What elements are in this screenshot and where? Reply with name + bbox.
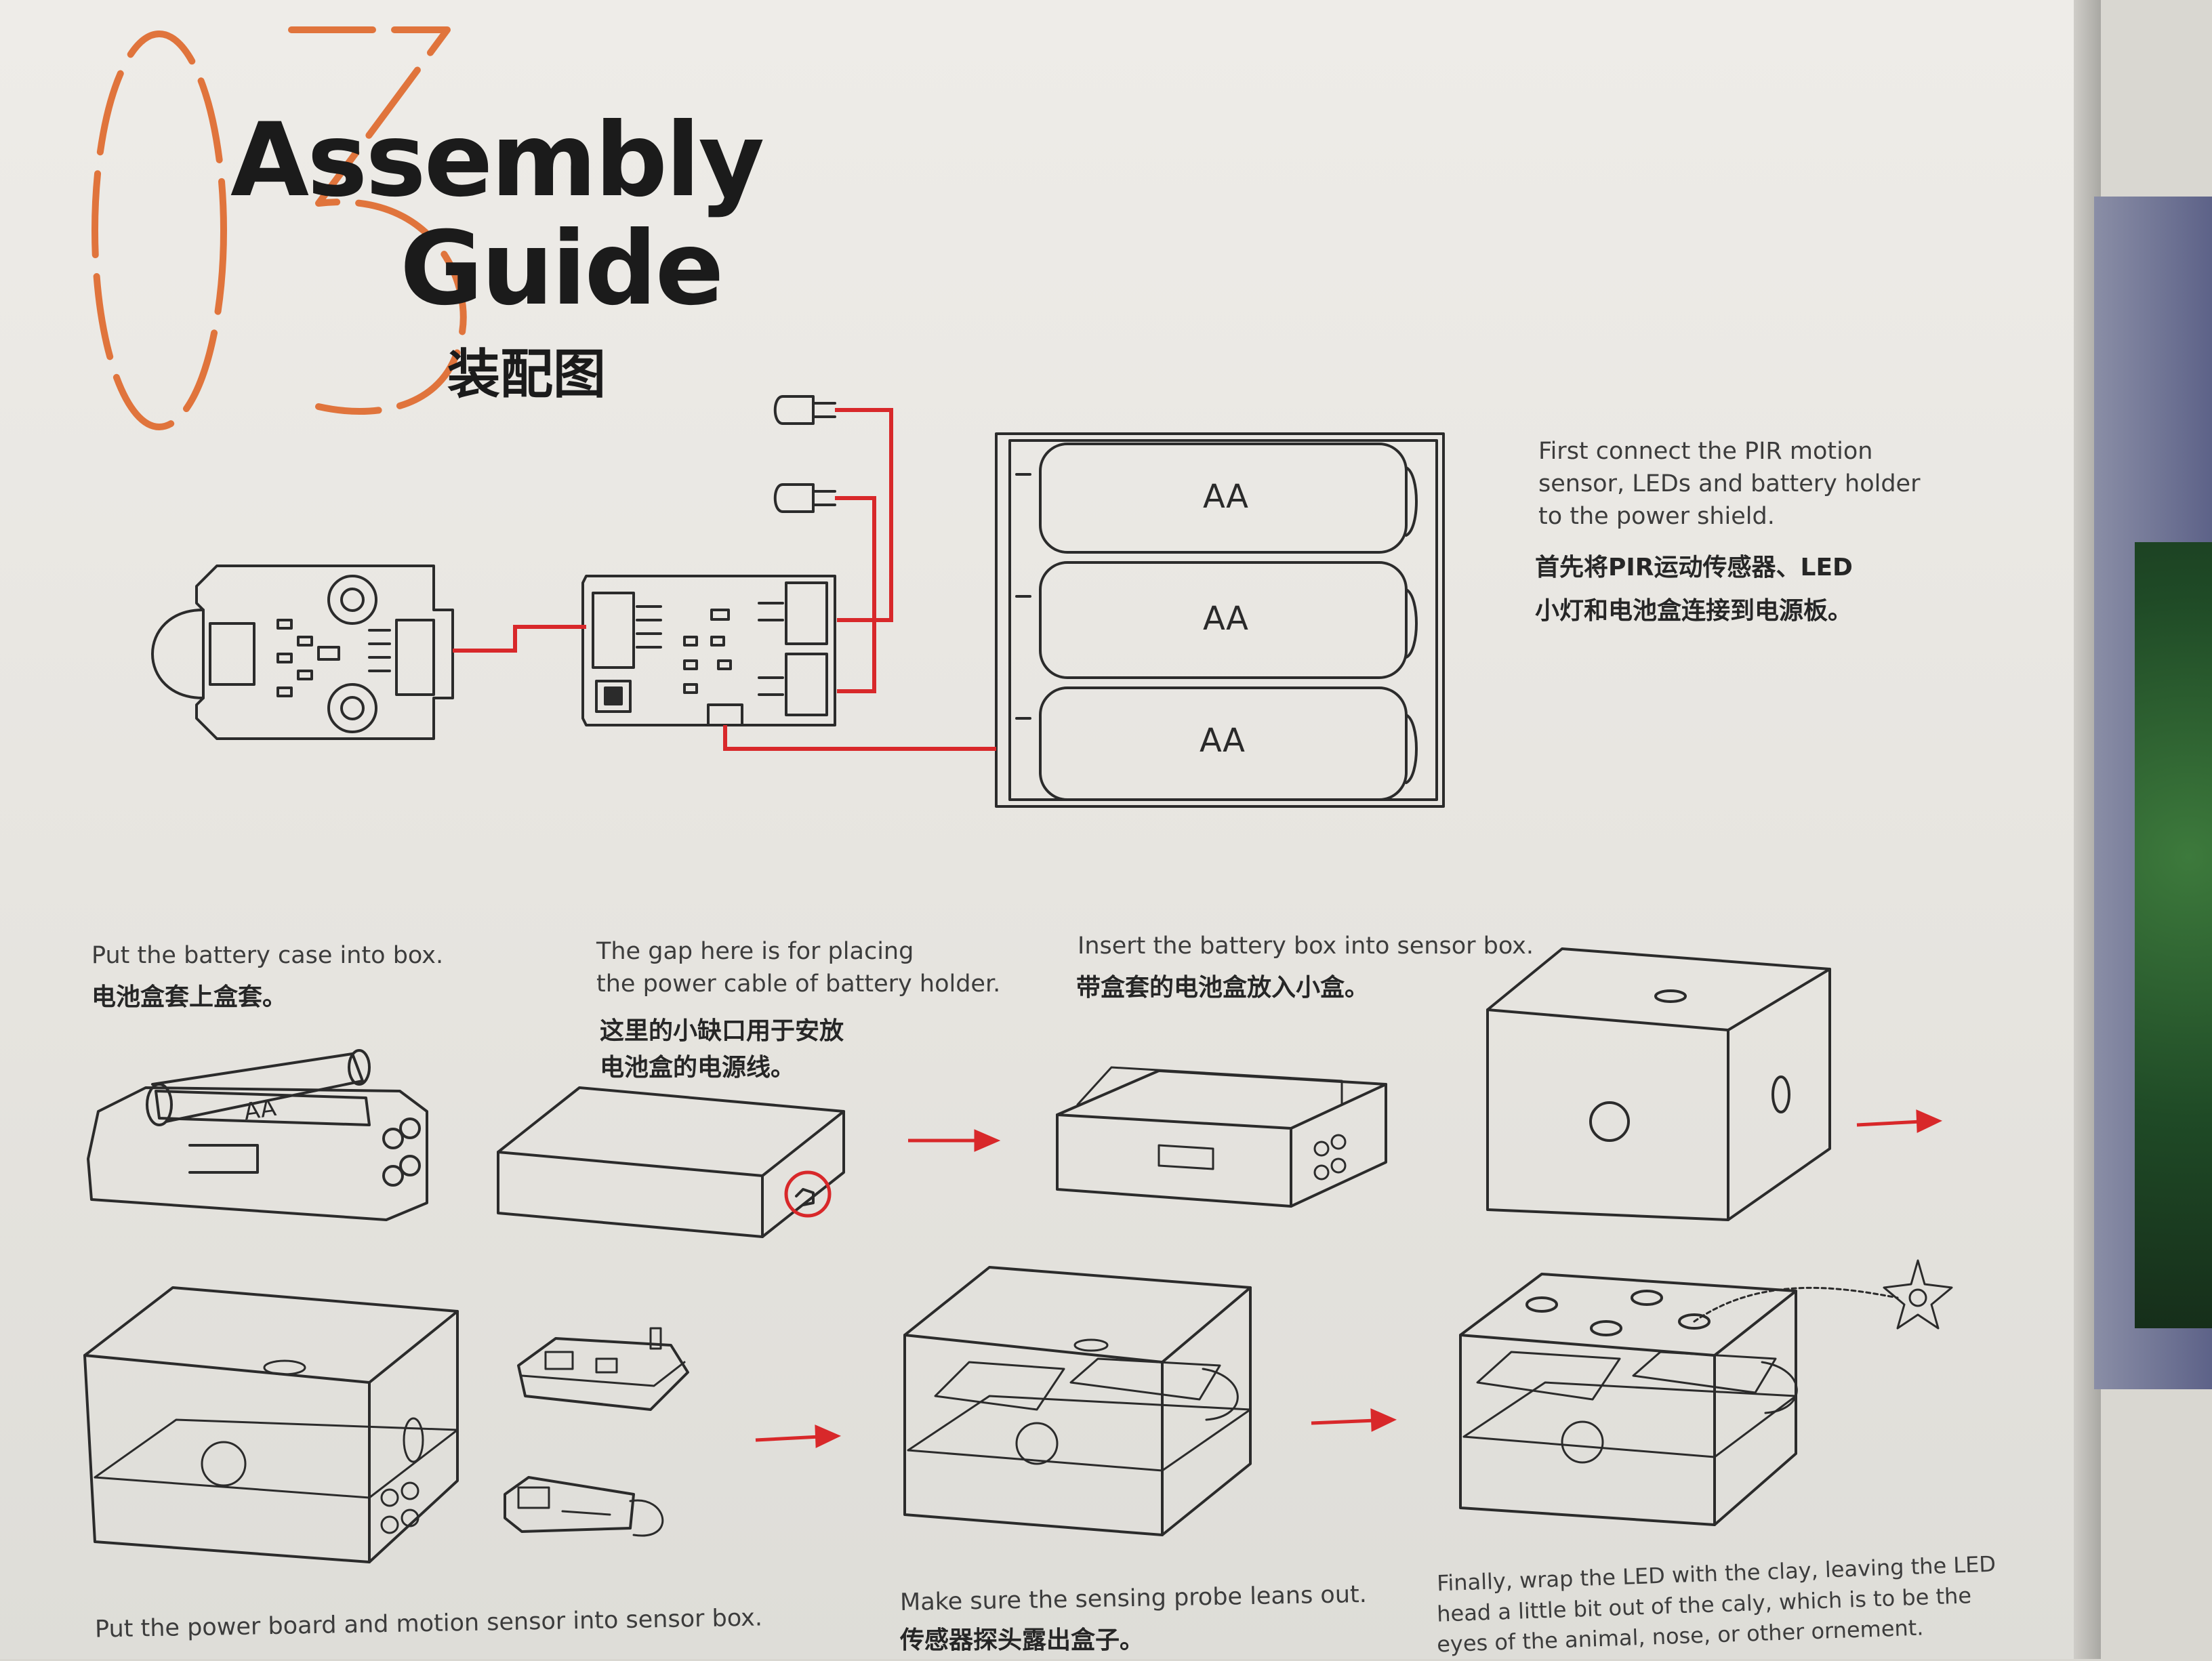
power-shield	[581, 575, 836, 726]
arrow-2	[1856, 1109, 1943, 1133]
step3-text-line-1: The gap here is for placing	[596, 938, 914, 965]
battery-label-2: AA	[1203, 600, 1249, 638]
step-number: 03	[0, 0, 1, 1]
clear-box-step5-illustration	[83, 1286, 459, 1563]
step-number-graphic	[91, 26, 467, 430]
step1-text-line-2: sensor, LEDs and battery holder	[1538, 470, 1921, 497]
step1-cn-line-2: 小灯和电池盒连接到电源板。	[1535, 597, 1853, 625]
step3-cn-line-1: 这里的小缺口用于安放	[600, 1017, 844, 1045]
battery-sleeve-illustration	[497, 1086, 845, 1238]
battery-label-1: AA	[1203, 478, 1249, 516]
battery-in-box-illustration	[1056, 1066, 1387, 1208]
battery-label-3: AA	[1200, 722, 1246, 760]
finished-box-illustration	[1459, 1259, 1953, 1526]
wire-led2	[835, 496, 876, 693]
power-board-small-illustration	[517, 1327, 689, 1411]
pir-sensor-small-illustration	[504, 1476, 664, 1537]
step2-text: Put the battery case into box.	[91, 942, 444, 969]
step1-cn-line-1: 首先将PIR运动传感器、LED	[1535, 554, 1853, 581]
cable-gap-highlight	[784, 1170, 832, 1218]
wire-led1	[835, 408, 893, 622]
wire-battery	[723, 725, 996, 751]
wire-sensor-to-shield	[453, 625, 586, 653]
step1-text-line-3: to the power shield.	[1538, 503, 1775, 530]
title-line-1: Assembly	[230, 102, 764, 220]
step2-cn: 电池盒套上盒套。	[91, 983, 287, 1011]
step4-text: Insert the battery box into sensor box.	[1078, 932, 1534, 960]
step1-text-line-1: First connect the PIR motion	[1538, 438, 1873, 465]
led-2	[773, 483, 836, 513]
pir-motion-sensor	[151, 565, 454, 740]
sensor-box-illustration	[1486, 947, 1831, 1221]
step4-cn: 带盒套的电池盒放入小盒。	[1076, 974, 1370, 1002]
assembly-diagram	[83, 26, 1953, 1563]
step3-text-line-2: the power cable of battery holder.	[596, 970, 1001, 998]
background-box-artwork	[2135, 542, 2212, 1328]
step6-cn: 传感器探头露出盒子。	[900, 1626, 1145, 1654]
arrow-3	[755, 1424, 842, 1448]
assembled-box-illustration	[903, 1266, 1252, 1536]
title-line-2: Guide	[400, 210, 724, 328]
arrow-4	[1311, 1408, 1397, 1432]
led-1	[773, 395, 836, 425]
title-chinese: 装配图	[447, 344, 607, 405]
small-battery-label: AA	[242, 1094, 279, 1126]
battery-holder-3xAA	[995, 432, 1445, 808]
box-panel	[0, 0, 2076, 1659]
battery-case-illustration	[87, 1049, 428, 1221]
step3-cn-line-2: 电池盒的电源线。	[600, 1054, 796, 1082]
arrow-1	[908, 1129, 1001, 1152]
